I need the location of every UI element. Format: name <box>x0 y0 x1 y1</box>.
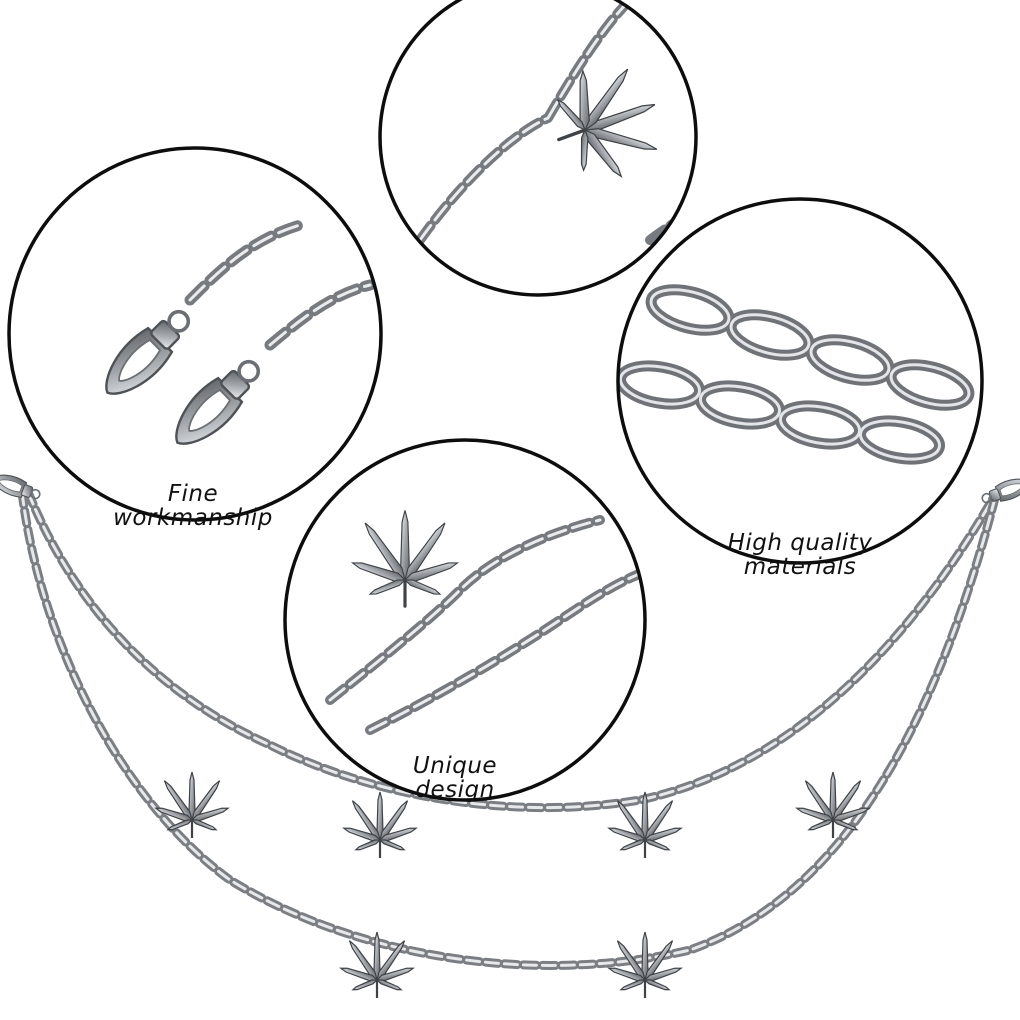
main-chain-group <box>17 487 1000 970</box>
caption-unique-design: Unique design <box>380 754 530 802</box>
cannabis-leaf-icon <box>794 770 872 840</box>
caption-line: Unique <box>412 753 498 779</box>
detail-circle-clasps <box>7 146 383 522</box>
caption-fine-workmanship: Fine workmanship <box>78 482 308 530</box>
caption-line: Fine <box>167 481 219 507</box>
caption-line: workmanship <box>113 505 273 531</box>
lobster-clasp-icon <box>978 472 1020 510</box>
caption-line: High quality <box>727 530 873 556</box>
caption-line: design <box>415 777 495 803</box>
caption-high-quality-materials: High quality materials <box>690 531 910 579</box>
detail-circle-pendant <box>378 0 698 297</box>
cannabis-leaf-icon <box>153 770 231 840</box>
cannabis-leaf-icon <box>606 790 684 860</box>
cannabis-leaf-icon <box>338 930 416 1000</box>
detail-circle-links <box>616 197 984 565</box>
caption-line: materials <box>743 554 857 580</box>
detail-circle-design <box>283 438 647 802</box>
